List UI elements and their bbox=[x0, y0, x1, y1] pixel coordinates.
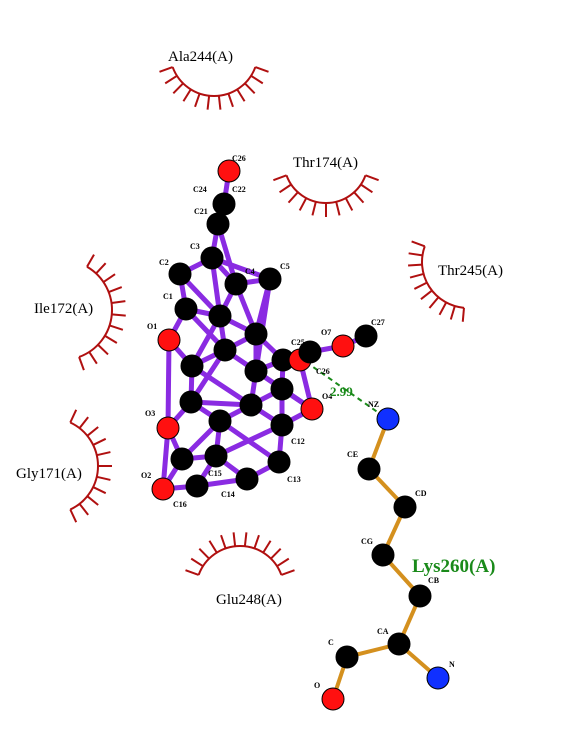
ligand-atom-carbon bbox=[270, 413, 294, 437]
residue-label-gly171: Gly171(A) bbox=[16, 466, 82, 482]
ligand-atom-label: C24 bbox=[193, 185, 207, 194]
hydrophobic-arc-gly171 bbox=[69, 409, 112, 523]
residue-atom-label: C bbox=[328, 638, 334, 647]
atom-labels: C26C22C24C21C3C2C4C5C1O1O7C27C25C26O4O3O… bbox=[141, 154, 455, 690]
ligand-atom-label: C4 bbox=[245, 267, 255, 276]
residue-atom-label: CG bbox=[361, 537, 373, 546]
ligand-atom-carbon bbox=[244, 322, 268, 346]
ligand-atom-carbon bbox=[208, 304, 232, 328]
ligand-bond bbox=[189, 363, 254, 408]
hydrophobic-arc-ile172 bbox=[78, 254, 126, 371]
ligand-atom-carbon bbox=[212, 192, 236, 216]
ligand-atom-label: C14 bbox=[221, 490, 235, 499]
residue-atom-ca bbox=[387, 632, 411, 656]
ligand-atom-label: O7 bbox=[321, 328, 331, 337]
ligand-bond bbox=[165, 337, 172, 431]
ligand-atom-carbon bbox=[258, 267, 282, 291]
residue-atom-n bbox=[426, 666, 450, 690]
residue-atom-label: O bbox=[314, 681, 320, 690]
ligand-atom-label: C13 bbox=[287, 475, 301, 484]
ligand-atom-carbon bbox=[179, 390, 203, 414]
hydrophobic-arc-thr245 bbox=[408, 240, 465, 322]
ligand-atom-oxygen bbox=[331, 334, 355, 358]
residue-atom-nz bbox=[376, 407, 400, 431]
hydrophobic-arc-ala244 bbox=[159, 66, 269, 110]
ligand-atom-label: O4 bbox=[322, 392, 332, 401]
ligand-atom-carbon bbox=[354, 324, 378, 348]
ligand-atom-label: C3 bbox=[190, 242, 200, 251]
ligand-atom-oxygen bbox=[157, 328, 181, 352]
residue-atom-label: NZ bbox=[368, 400, 379, 409]
residue-atom-label: CE bbox=[347, 450, 358, 459]
ligand-atom-oxygen bbox=[217, 159, 241, 183]
ligand-atom-carbon bbox=[213, 338, 237, 362]
residue-atom-c bbox=[335, 645, 359, 669]
ligand-atom-carbon bbox=[235, 467, 259, 491]
ligand-atom-label: O3 bbox=[145, 409, 155, 418]
ligand-atom-carbon bbox=[200, 246, 224, 270]
ligand-atom-carbon bbox=[206, 212, 230, 236]
residue-atom-label: CB bbox=[428, 576, 440, 585]
residue-label-glu248: Glu248(A) bbox=[216, 592, 282, 608]
ligand-atom-label: C26 bbox=[232, 154, 246, 163]
ligand-atom-label: C5 bbox=[280, 262, 290, 271]
ligand-atom-label: C26 bbox=[316, 367, 330, 376]
ligand-atom-carbon bbox=[244, 359, 268, 383]
ligand-atom-label: C12 bbox=[291, 437, 305, 446]
ligand-atom-carbon bbox=[298, 340, 322, 364]
ligand-atom-carbon bbox=[208, 409, 232, 433]
ligand-atom-carbon bbox=[174, 297, 198, 321]
ligand-atom-carbon bbox=[204, 444, 228, 468]
ligand-atom-carbon bbox=[270, 377, 294, 401]
ligand-atom-carbon bbox=[267, 450, 291, 474]
ligand-atom-oxygen bbox=[151, 477, 175, 501]
ligand-atom-label: C27 bbox=[371, 318, 385, 327]
ligand-atom-carbon bbox=[180, 354, 204, 378]
ligand-atom-oxygen bbox=[300, 397, 324, 421]
residue-atom-o bbox=[321, 687, 345, 711]
hydrogen-bond-line bbox=[305, 361, 387, 419]
residue-atom-label: N bbox=[449, 660, 455, 669]
ligand-atom-carbon bbox=[239, 393, 263, 417]
ligand-atom-carbon bbox=[185, 474, 209, 498]
hydrophobic-contact-arcs bbox=[69, 66, 465, 576]
ligand-atom-label: C25 bbox=[291, 338, 305, 347]
ligand-atom-carbon bbox=[224, 272, 248, 296]
residue-atom-cd bbox=[393, 495, 417, 519]
hbond-distance-label: 2.99 bbox=[330, 384, 353, 399]
residue-atom-cg bbox=[371, 543, 395, 567]
residue-atom-label: CA bbox=[377, 627, 389, 636]
residue-atom-cb bbox=[408, 584, 432, 608]
ligand-atom-label: O1 bbox=[147, 322, 157, 331]
hydrophobic-arc-thr174 bbox=[273, 174, 379, 217]
atoms bbox=[151, 159, 450, 711]
ligand-atom-label: C15 bbox=[208, 469, 222, 478]
residue-atom-ce bbox=[357, 457, 381, 481]
ligand-atom-carbon bbox=[170, 447, 194, 471]
residue-label-ala244: Ala244(A) bbox=[168, 49, 233, 65]
ligand-atom-label: C16 bbox=[173, 500, 187, 509]
residue-label-thr174: Thr174(A) bbox=[293, 155, 358, 171]
ligand-atom-label: C21 bbox=[194, 207, 208, 216]
ligand-atom-carbon bbox=[168, 262, 192, 286]
ligand-atom-label: C22 bbox=[232, 185, 246, 194]
ligand-bond bbox=[217, 418, 282, 465]
ligand-atom-label: C1 bbox=[163, 292, 173, 301]
residue-label-thr245: Thr245(A) bbox=[438, 263, 503, 279]
ligand-atom-oxygen bbox=[156, 416, 180, 440]
ligand-atom-label: C2 bbox=[159, 258, 169, 267]
residue-label-lys260: Lys260(A) bbox=[412, 556, 495, 577]
residue-atom-label: CD bbox=[415, 489, 427, 498]
ligand-atom-label: O2 bbox=[141, 471, 151, 480]
residue-label-ile172: Ile172(A) bbox=[34, 301, 93, 317]
hydrophobic-arc-glu248 bbox=[185, 532, 295, 576]
